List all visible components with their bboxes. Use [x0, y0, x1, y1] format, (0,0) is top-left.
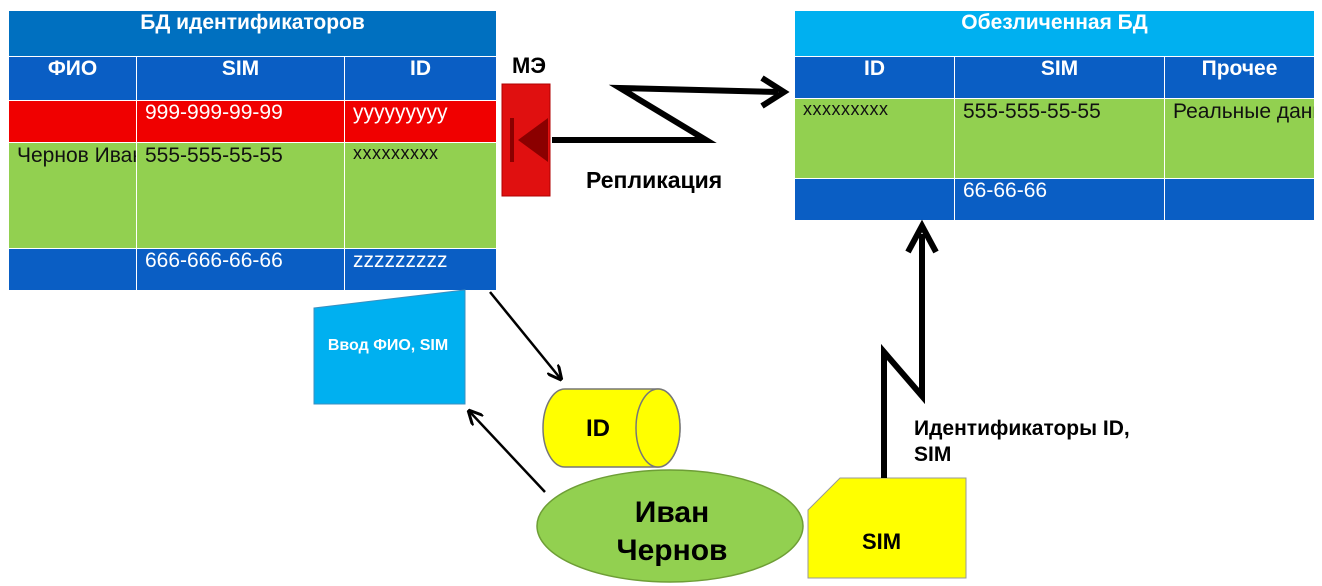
table-cell: 555-555-55-55: [136, 142, 345, 249]
table-cell: 666-666-66-66: [136, 248, 345, 291]
sim-card-label: SIM: [862, 529, 902, 554]
table-cell: 555-555-55-55: [954, 98, 1165, 179]
firewall-block: [501, 83, 551, 197]
column-header-sim: SIM: [954, 56, 1165, 99]
identifiers-label: Идентификаторы ID, SIM: [914, 417, 1130, 467]
person-ellipse: [536, 469, 804, 583]
table-cell: xxxxxxxxx: [794, 98, 955, 179]
firewall-label: МЭ: [512, 53, 546, 78]
table-cell: 999-999-99-99: [136, 100, 345, 143]
table-cell: [8, 100, 137, 143]
identifiers-db-table: БД идентификаторов ФИО SIM ID 999-999-99…: [7, 10, 498, 291]
anonymized-db-table: Обезличенная БД ID SIM Прочее xxxxxxxxx …: [793, 10, 1316, 221]
identifiers-db-title: БД идентификаторов: [7, 10, 498, 57]
table-cell: xxxxxxxxx: [343, 142, 498, 249]
id-store-label: ID: [586, 415, 610, 442]
firewall-bar-icon: [510, 118, 514, 162]
person-label: Иван Чернов: [616, 496, 728, 567]
replication-label: Репликация: [586, 167, 723, 193]
table-cell: [8, 248, 137, 291]
table-cell: [794, 178, 955, 221]
input-box-label: Ввод ФИО, SIM: [327, 337, 449, 354]
table-cell: 66-66-66: [954, 178, 1165, 221]
sim-card-shape: [807, 477, 967, 579]
id-store-cylinder: [542, 388, 681, 468]
column-header-id: ID: [343, 56, 498, 101]
table-cell: [1163, 178, 1316, 221]
arrow-to-id-store: [489, 291, 560, 378]
replication-arrow: [552, 75, 790, 143]
anonymized-db-title: Обезличенная БД: [793, 10, 1316, 57]
input-box-shape: [313, 289, 466, 405]
table-cell: Реальные данные: [1163, 98, 1316, 179]
identifiers-arrow: [881, 219, 939, 478]
table-cell: zzzzzzzzz: [343, 248, 498, 291]
table-cell: Чернов Иван Ильич: [8, 142, 137, 249]
arrow-to-input-box: [470, 412, 546, 493]
firewall-triangle-icon: [518, 118, 548, 162]
column-header-id: ID: [794, 56, 955, 99]
table-cell: yyyyyyyyy: [343, 100, 498, 143]
column-header-other: Прочее: [1163, 56, 1316, 99]
